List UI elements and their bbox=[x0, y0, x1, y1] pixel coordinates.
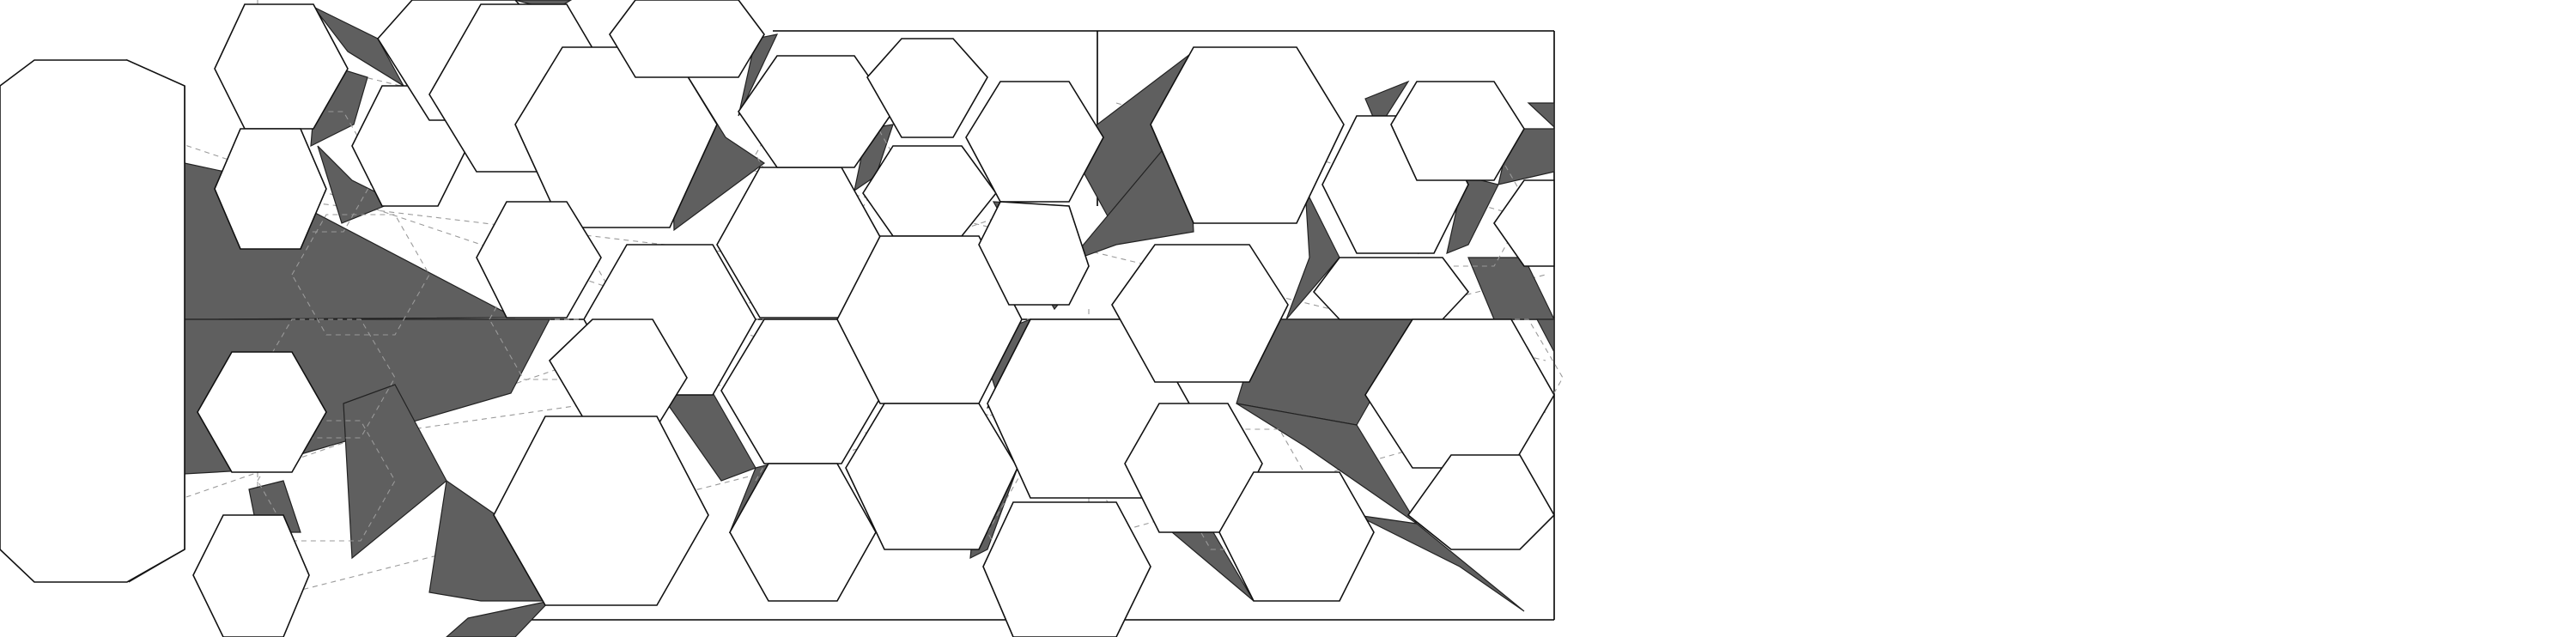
hexagon bbox=[1150, 46, 1345, 224]
shadow-face bbox=[1356, 514, 1525, 612]
hexagon bbox=[862, 145, 998, 237]
hexagon bbox=[1406, 454, 1555, 550]
shadow-face bbox=[1527, 102, 1555, 129]
hidden-hexagon bbox=[291, 214, 430, 336]
hexagon bbox=[197, 351, 327, 473]
hexagon bbox=[1493, 179, 1555, 267]
hexagon bbox=[1218, 471, 1375, 602]
hexagon bbox=[1364, 318, 1555, 469]
shadow-face bbox=[446, 600, 551, 637]
guide-line bbox=[51, 171, 774, 258]
hexagon bbox=[978, 201, 1090, 306]
shadow-face bbox=[738, 33, 779, 117]
hexagon bbox=[493, 416, 709, 606]
hexagon bbox=[609, 0, 765, 78]
hexagon bbox=[1312, 257, 1470, 320]
hexagon bbox=[476, 201, 602, 318]
hexagon bbox=[214, 128, 327, 250]
hexagon bbox=[982, 501, 1151, 637]
hexagon bbox=[0, 59, 185, 583]
guide-line bbox=[33, 94, 1031, 430]
hexagon bbox=[866, 38, 988, 138]
hexagon bbox=[1390, 81, 1525, 181]
hexagon bbox=[1124, 403, 1263, 533]
hexagon bbox=[1111, 244, 1289, 383]
shadow-face bbox=[1536, 318, 1555, 353]
hexagon bbox=[192, 514, 310, 637]
visible-hexagons bbox=[0, 0, 1555, 637]
hexagon bbox=[836, 235, 1023, 404]
